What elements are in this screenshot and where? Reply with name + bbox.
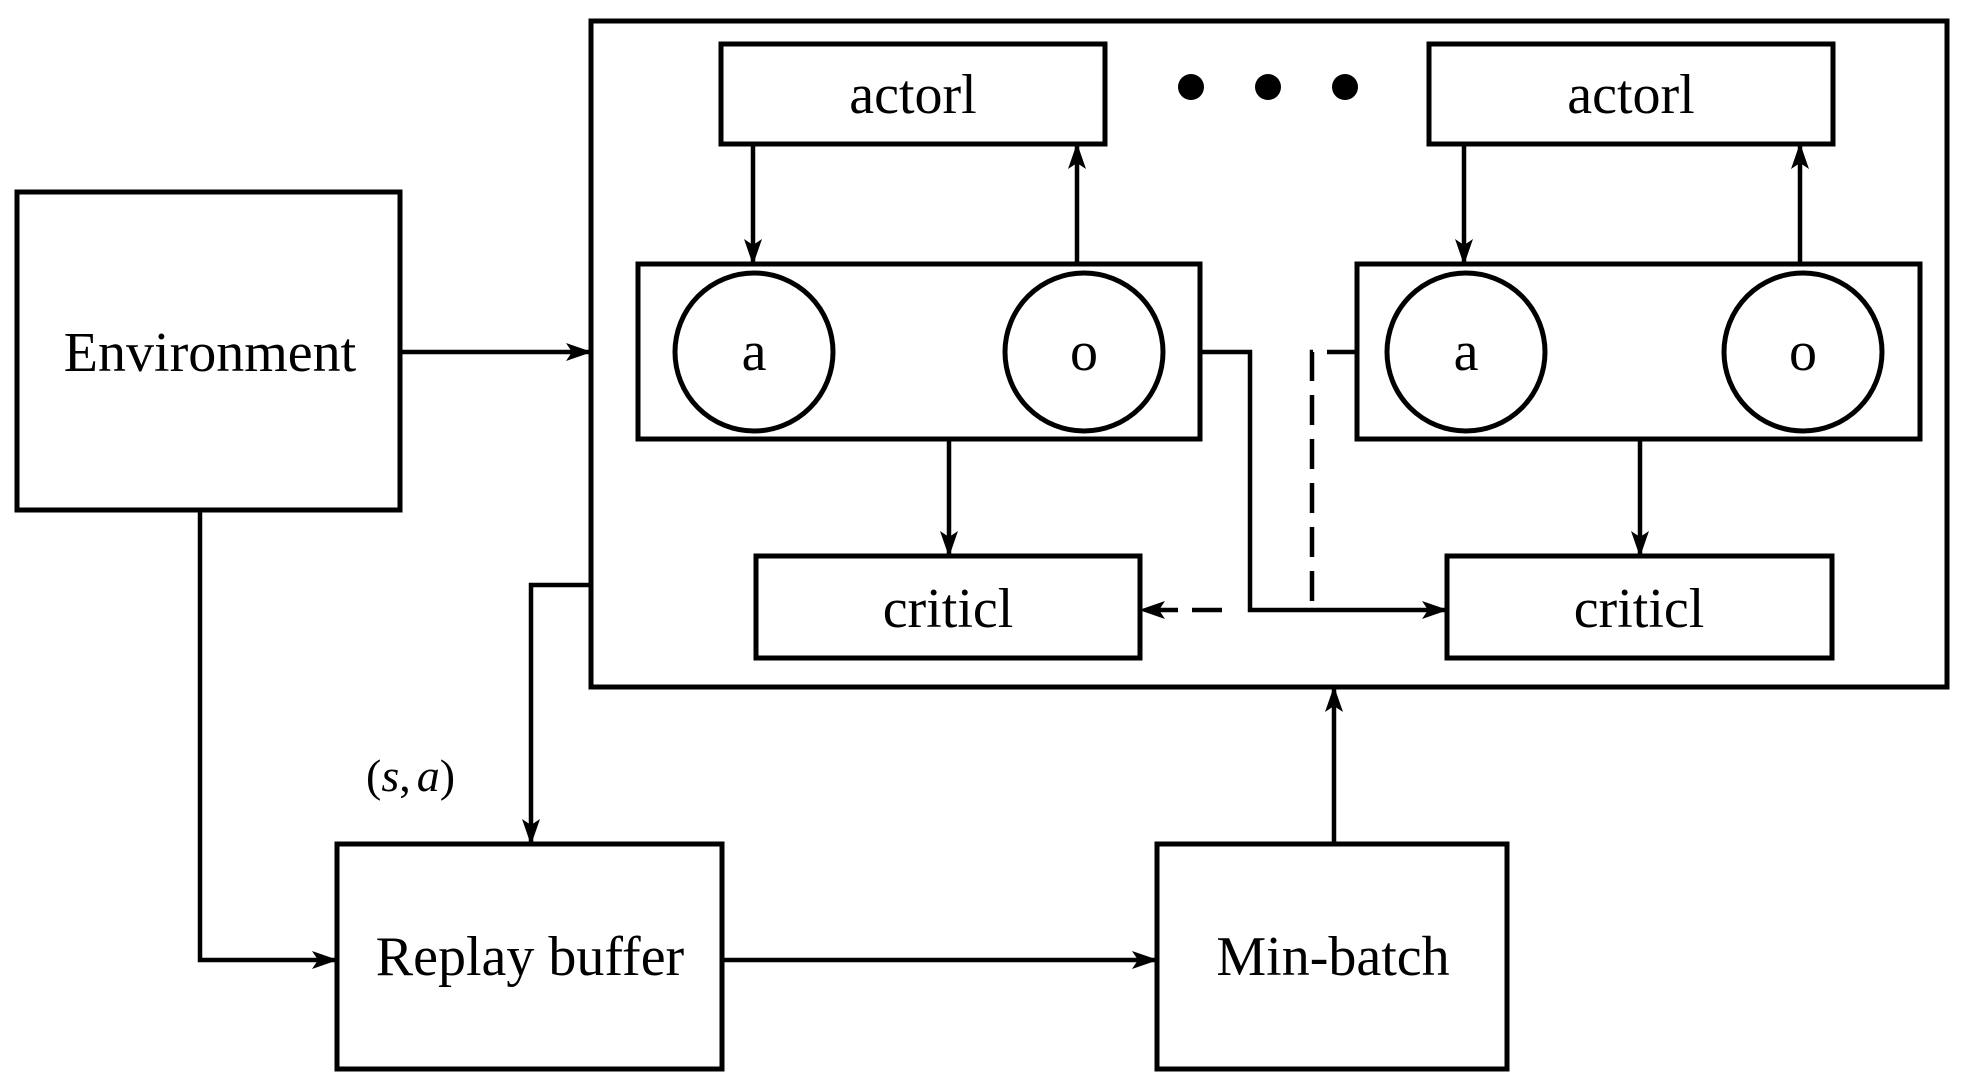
agent-n-critic-box: [1444, 553, 1835, 661]
agent-1-critic-label: criticl: [883, 578, 1014, 640]
agent-n-critic-label: criticl: [1574, 578, 1705, 640]
environment-label: Environment: [64, 322, 357, 384]
agent-1-action-label: a: [742, 321, 767, 383]
sample-tuple-open: (: [366, 750, 381, 801]
agent-n-observation-node: [1721, 270, 1885, 434]
sample-tuple-s: s: [381, 750, 399, 801]
sample-tuple-sep: ,: [399, 750, 411, 801]
agent-n-action-node: [1384, 270, 1548, 434]
agent-n-actor-box: [1426, 41, 1836, 147]
agent-1-actor-label: actorl: [849, 64, 976, 126]
agent-1-actor-box: [718, 41, 1108, 147]
ellipsis-dot-2: [1255, 74, 1281, 100]
replay-buffer-label: Replay buffer: [376, 926, 685, 988]
ellipsis-dot-3: [1332, 74, 1358, 100]
min-batch-box: [1154, 841, 1510, 1072]
agent-1-observation-label: o: [1070, 321, 1098, 383]
agent-1-action-node: [672, 270, 836, 434]
sample-tuple-close: ): [440, 750, 455, 801]
environment-box: [14, 189, 403, 513]
agent-1-observation-node: [1002, 270, 1166, 434]
arrow-agents-to-replay-buffer: [522, 582, 591, 845]
agent-n-observation-label: o: [1789, 321, 1817, 383]
arrow-agent-1-state-to-agent-n-critic: [1200, 349, 1448, 619]
ellipsis-dot-1: [1178, 74, 1204, 100]
sample-tuple-label: (s,a): [366, 750, 455, 801]
arrow-agent-n-state-to-agent-1-critic: [1309, 349, 1357, 610]
sample-tuple-a: a: [417, 750, 440, 801]
arrow-environment-to-replay-buffer: [197, 510, 338, 969]
agent-n-actor-label: actorl: [1567, 64, 1694, 126]
min-batch-label: Min-batch: [1216, 926, 1449, 988]
agent-n-action-label: a: [1454, 321, 1479, 383]
agent-1-critic-box: [753, 553, 1143, 661]
